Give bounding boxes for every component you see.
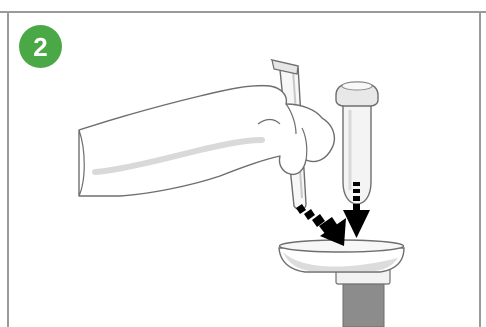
panel-border: [0, 12, 486, 327]
drain-pipe: [336, 268, 390, 327]
step-number-badge: 2: [19, 25, 62, 68]
step-number: 2: [33, 34, 47, 60]
